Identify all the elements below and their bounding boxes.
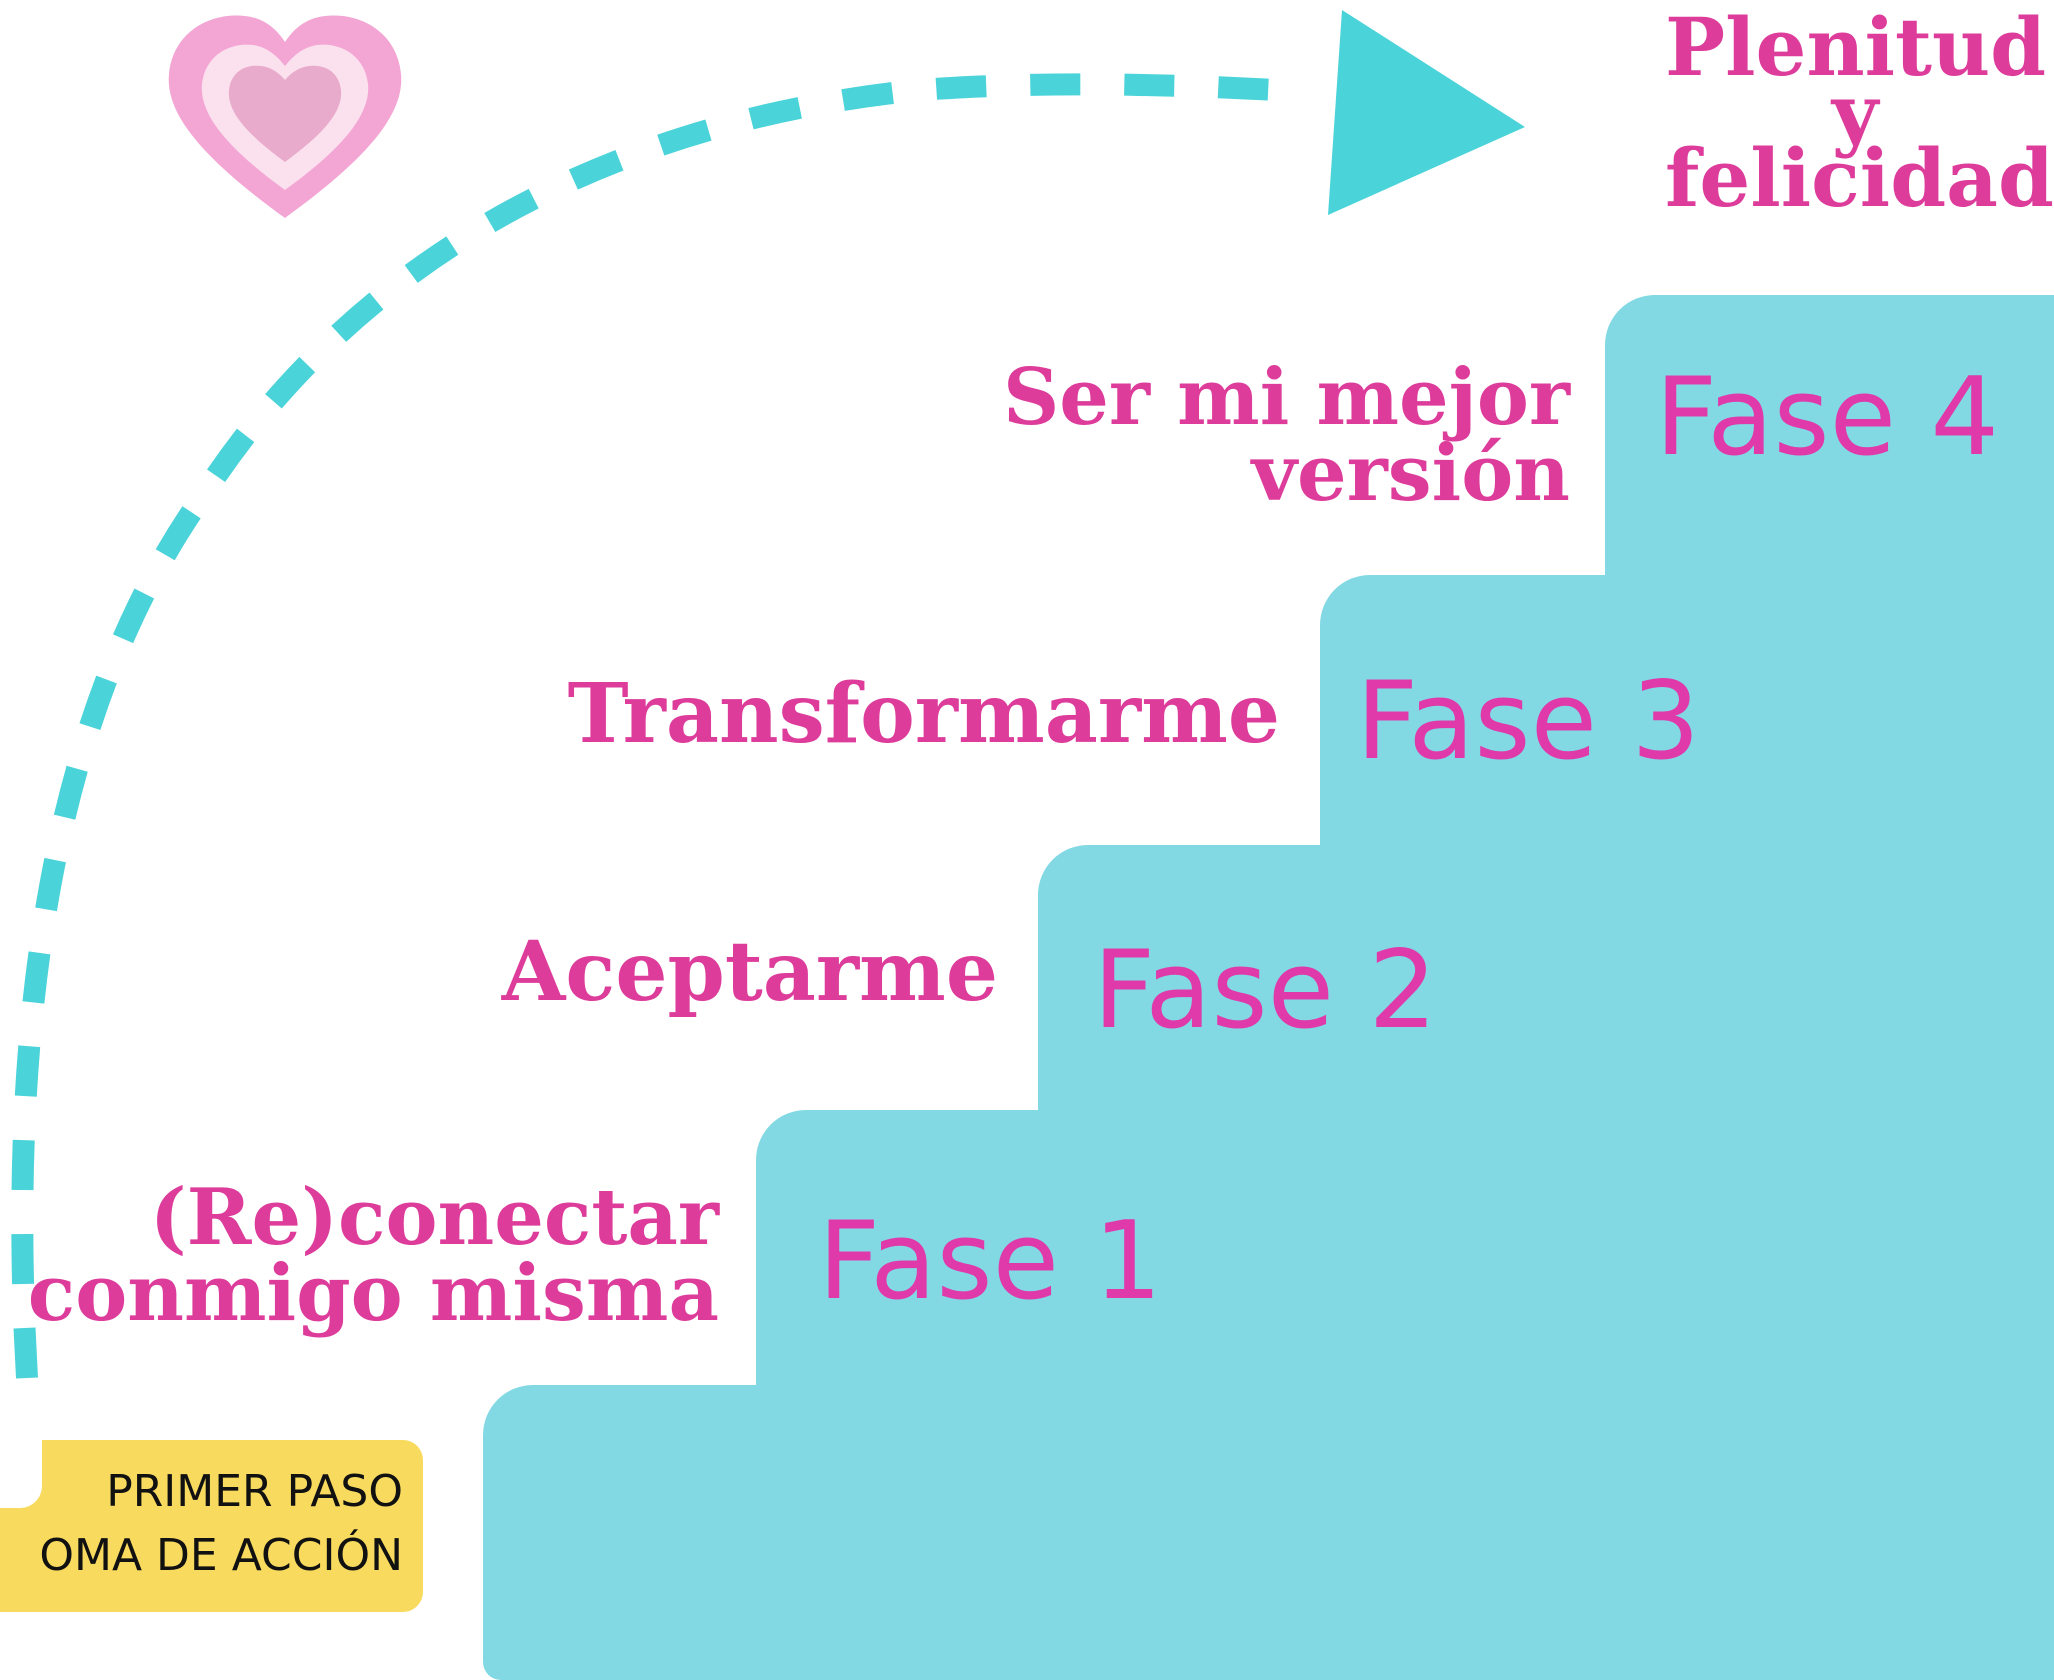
- badge-notch: [0, 1440, 42, 1508]
- badge-line-1: PRIMER PASO: [106, 1466, 403, 1517]
- goal-line-1: Plenitud: [1665, 0, 2047, 94]
- phase-3-label: Fase 3: [1356, 659, 1701, 784]
- dashed-arrow-path: [11, 73, 1311, 1379]
- heart-icon: [168, 15, 402, 218]
- stair-step-fase-1: [756, 1110, 2054, 1410]
- stair-step-fase-3: [1320, 575, 2054, 875]
- badge-line-2: OMA DE ACCIÓN: [39, 1530, 403, 1581]
- phase-1-description-line-1: (Re)conectar: [149, 1172, 719, 1263]
- phase-4-description-line-2: versión: [1251, 428, 1570, 520]
- phase-1-description-line-2: conmigo misma: [27, 1248, 719, 1340]
- phase-1-description: (Re)conectar conmigo misma: [27, 1172, 719, 1340]
- first-step-badge: PRIMER PASO OMA DE ACCIÓN: [0, 1440, 423, 1612]
- phase-1-label: Fase 1: [818, 1199, 1163, 1324]
- phase-2-label: Fase 2: [1093, 928, 1438, 1053]
- phase-2-description: Aceptarme: [501, 924, 998, 1020]
- phase-4-description: Ser mi mejor versión: [1002, 352, 1570, 520]
- goal-line-3: felicidad: [1665, 131, 2054, 226]
- phase-4-label: Fase 4: [1655, 355, 2000, 480]
- stair-step-fase-2: [1038, 845, 2054, 1145]
- phase-4-description-line-1: Ser mi mejor: [1002, 352, 1570, 443]
- stair-base: [483, 1385, 2054, 1680]
- goal-line-2: y: [1831, 65, 1879, 160]
- stair-step-fase-4: [1605, 295, 2054, 605]
- phase-3-description: Transformarme: [567, 666, 1280, 762]
- triangle-arrowhead-icon: [1328, 10, 1525, 215]
- goal-title: Plenitud y felicidad: [1665, 0, 2054, 226]
